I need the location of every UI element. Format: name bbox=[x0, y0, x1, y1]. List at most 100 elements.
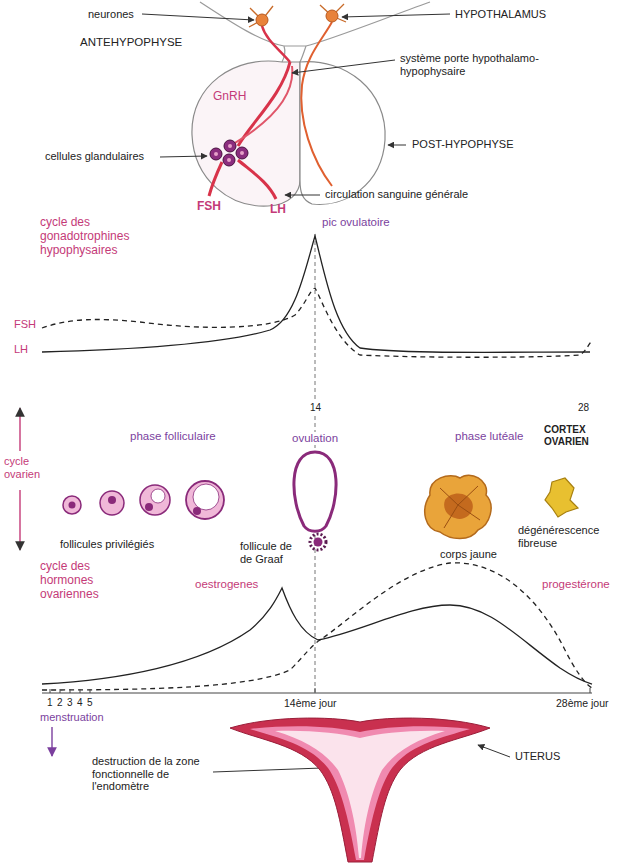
neurone bbox=[249, 6, 273, 27]
corpus-luteum-fold bbox=[440, 486, 480, 528]
hormone-label: FSH bbox=[14, 318, 36, 331]
ovarian-cycle bbox=[63, 452, 578, 550]
fsh-curve bbox=[42, 288, 592, 357]
glandular-cell bbox=[236, 147, 248, 159]
structure-label: CORTEX OVARIEN bbox=[544, 424, 614, 447]
neurone-body bbox=[256, 14, 268, 26]
follicle bbox=[186, 481, 224, 519]
ovarian-hormone-chart bbox=[42, 563, 592, 693]
day-label: 14 bbox=[308, 402, 323, 414]
structure-label: POST-HYPOPHYSE bbox=[412, 138, 513, 151]
corpus-luteum bbox=[425, 475, 491, 538]
oocyte bbox=[145, 503, 153, 511]
leader-line bbox=[285, 195, 320, 196]
axis-ticks bbox=[50, 688, 590, 693]
hormone-label: progestérone bbox=[542, 578, 610, 591]
oocyte bbox=[314, 538, 323, 547]
oestrogen-curve bbox=[42, 588, 592, 684]
hormone-label: GnRH bbox=[213, 90, 246, 104]
corpus-luteum-core bbox=[444, 493, 473, 518]
structure-label: corps jaune bbox=[440, 548, 497, 561]
structure-label: follicule de de Graaf bbox=[240, 540, 302, 565]
leader-line bbox=[160, 156, 207, 157]
day-label: 28ème jour bbox=[556, 697, 609, 709]
posterior-pituitary bbox=[300, 62, 385, 205]
follicle bbox=[140, 485, 170, 515]
day-label: 1 bbox=[47, 697, 53, 709]
structure-label: destruction de la zone fonctionnelle de … bbox=[92, 755, 207, 793]
follicle bbox=[100, 491, 124, 515]
released-oocyte bbox=[310, 534, 326, 550]
structure-label: UTERUS bbox=[515, 750, 560, 763]
blood-vessel bbox=[238, 160, 276, 199]
uterus-figure bbox=[230, 718, 490, 862]
glandular-cell bbox=[224, 140, 236, 152]
graaf-follicle bbox=[294, 452, 336, 531]
leader-lines bbox=[20, 14, 510, 772]
leader-line bbox=[478, 745, 510, 757]
phase-label: ovulation bbox=[290, 432, 340, 445]
phase-label: menstruation bbox=[40, 711, 104, 724]
chart-title: cycle des hormones ovariennes bbox=[40, 560, 120, 601]
glandular-cell bbox=[210, 148, 222, 160]
leader-line bbox=[292, 60, 395, 73]
structure-label: système porte hypothalamo-hypophysaire bbox=[400, 52, 550, 77]
endometrium bbox=[250, 726, 470, 860]
menstruation-arrow bbox=[51, 727, 52, 756]
structure-label: follicules privilégiés bbox=[60, 538, 154, 551]
cycle-arrow bbox=[19, 490, 20, 550]
phase-label: phase folliculaire bbox=[130, 430, 216, 443]
lh-curve bbox=[42, 236, 590, 352]
progesterone-curve bbox=[42, 563, 592, 690]
neurone-body bbox=[326, 10, 338, 22]
follicle-cavity bbox=[151, 489, 165, 503]
day-label: 3 bbox=[67, 697, 73, 709]
oocyte bbox=[69, 502, 76, 509]
cycle-arrow bbox=[19, 408, 20, 451]
chart-title: cycle ovarien bbox=[4, 455, 52, 480]
structure-label: circulation sanguine générale bbox=[325, 188, 468, 201]
blood-vessel bbox=[209, 162, 222, 196]
oocyte bbox=[193, 507, 201, 515]
pituitary-figure bbox=[192, 2, 430, 206]
follicle bbox=[63, 496, 81, 514]
myometrium bbox=[230, 718, 490, 862]
oocyte bbox=[108, 496, 116, 504]
portal-vessel bbox=[238, 62, 290, 146]
hormone-label: LH bbox=[270, 203, 286, 217]
neurone-axon bbox=[262, 26, 290, 62]
day-label: 5 bbox=[87, 697, 93, 709]
day-label: 28 bbox=[578, 402, 589, 414]
structure-label: dégénérescence fibreuse bbox=[518, 524, 614, 549]
follicle-cavity bbox=[193, 484, 219, 510]
cell-nucleus bbox=[240, 151, 244, 155]
phase-label: phase lutéale bbox=[455, 430, 523, 443]
corpus-albicans bbox=[545, 478, 578, 517]
chart-title: cycle des gonadotrophines hypophysaires bbox=[40, 216, 155, 257]
day-label: 4 bbox=[77, 697, 83, 709]
cell-nucleus bbox=[227, 158, 231, 162]
neurone-axon bbox=[301, 22, 332, 186]
structure-label: HYPOTHALAMUS bbox=[455, 8, 546, 21]
pituitary-stalk bbox=[300, 46, 306, 62]
corona bbox=[310, 534, 326, 550]
hypothalamus-outline bbox=[200, 2, 430, 46]
day-label: 2 bbox=[57, 697, 63, 709]
hormone-label: LH bbox=[14, 343, 28, 356]
leader-line bbox=[213, 768, 322, 772]
portal-vessel bbox=[226, 66, 292, 148]
structure-label: cellules glandulaires bbox=[45, 150, 144, 163]
glandular-cell bbox=[223, 154, 235, 166]
structure-label: neurones bbox=[88, 8, 134, 21]
hormone-label: oestrogenes bbox=[195, 578, 258, 591]
cell-nucleus bbox=[228, 144, 232, 148]
leader-line bbox=[142, 14, 254, 20]
gonadotrophin-chart bbox=[42, 236, 592, 357]
neurone bbox=[320, 4, 346, 22]
hormone-label: FSH bbox=[197, 200, 221, 214]
structure-label: ANTEHYPOPHYSE bbox=[80, 36, 182, 49]
day-label: 14ème jour bbox=[282, 697, 339, 709]
phase-label: pic ovulatoire bbox=[322, 216, 390, 229]
anterior-pituitary bbox=[192, 61, 300, 206]
